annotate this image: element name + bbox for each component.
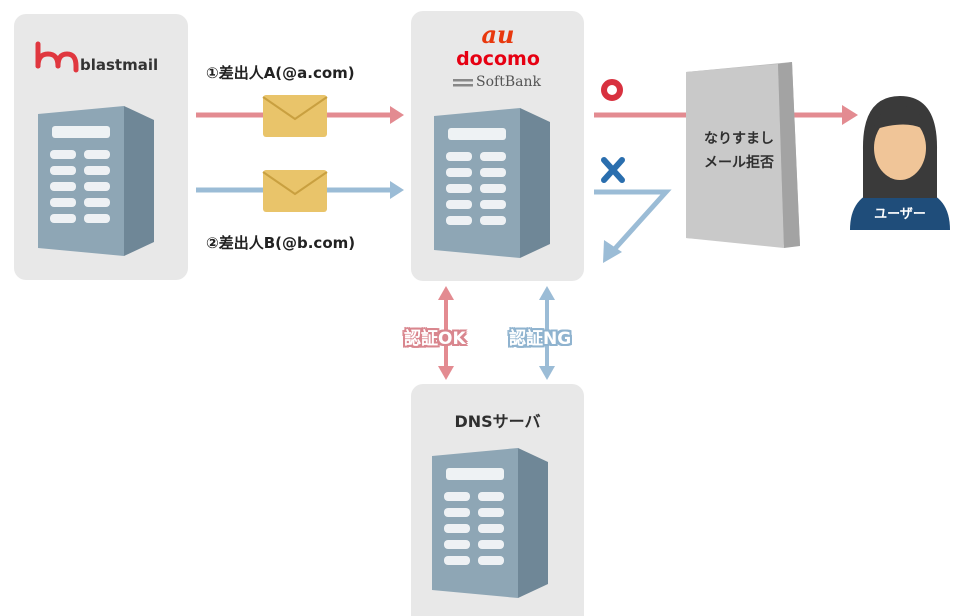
rejected-mail-arrow <box>594 189 672 263</box>
dns-server-title: DNSサーバ <box>454 412 541 431</box>
blastmail-logo-text: blastmail <box>80 56 159 74</box>
user-label: ユーザー <box>874 207 926 222</box>
circle-ok-icon <box>601 79 623 101</box>
blastmail-logo-icon <box>35 41 79 73</box>
spoofing-block-line2: メール拒否 <box>704 155 774 171</box>
cross-ng-icon <box>601 157 625 183</box>
sender-a-label: ①差出人A(@a.com) <box>206 64 355 82</box>
spoofing-filter-wall <box>686 62 800 248</box>
au-logo: au <box>481 20 515 49</box>
spoofing-block-label: なりすまし メール拒否 <box>686 127 792 175</box>
sender-b-label: ②差出人B(@b.com) <box>206 234 356 252</box>
user-avatar-icon <box>850 96 950 230</box>
softbank-logo: SoftBank <box>476 74 541 90</box>
auth-ng-tag: 認証NG <box>509 329 572 349</box>
envelope-icon <box>262 169 328 213</box>
dns-server-icon <box>432 448 548 598</box>
envelope-icon <box>262 94 328 138</box>
auth-ok-tag: 認証OK <box>404 329 466 349</box>
auth-ng-arrow <box>539 286 555 380</box>
docomo-logo: docomo <box>456 48 540 70</box>
carrier-server-icon <box>434 108 550 258</box>
blastmail-server-icon <box>38 106 154 256</box>
spoofing-block-line1: なりすまし <box>704 131 774 147</box>
auth-ok-arrow <box>438 286 454 380</box>
softbank-logo-icon <box>453 79 473 87</box>
